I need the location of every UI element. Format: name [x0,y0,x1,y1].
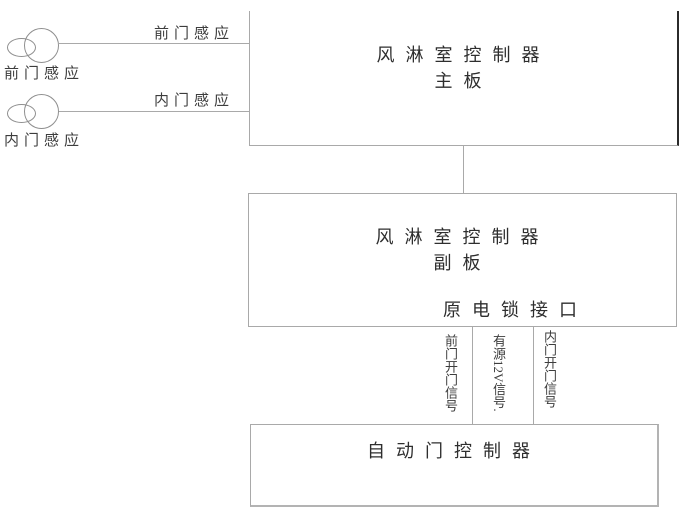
door-controller-title: 自动门控制器 [367,441,541,461]
front-sensor-wire-label: 前门感应 [154,26,235,42]
sensor-inner-ellipse-icon [7,38,36,57]
inner-sensor-caption: 内门感应 [4,133,85,149]
main-board-box: 风淋室控制器 主板 [249,11,679,146]
inner-open-signal-label: 内门开门信号 [542,330,557,408]
signal-wire-divider-left [472,327,473,424]
power-12v-signal-label: 有源12V信号. [491,334,506,412]
inner-sensor-wire [59,111,249,112]
sub-board-title-line2: 副板 [433,253,492,273]
sub-board-box: 风淋室控制器 副板 原电锁接口 [248,193,677,327]
front-open-signal-label: 前门开门信号 [443,334,458,412]
sub-board-title-line1: 风淋室控制器 [375,227,550,247]
main-board-title-line1: 风淋室控制器 [376,45,551,65]
sensor-inner-ellipse-icon [7,104,36,123]
door-controller-box: 自动门控制器 [250,424,659,507]
inner-sensor-wire-label: 内门感应 [154,93,235,109]
main-board-title-line2: 主板 [434,71,493,91]
front-sensor-wire [59,43,249,44]
front-sensor-caption: 前门感应 [4,66,85,82]
lock-interface-label: 原电锁接口 [443,300,588,320]
board-connector-wire [463,146,464,193]
signal-wire-divider-right [533,327,534,424]
